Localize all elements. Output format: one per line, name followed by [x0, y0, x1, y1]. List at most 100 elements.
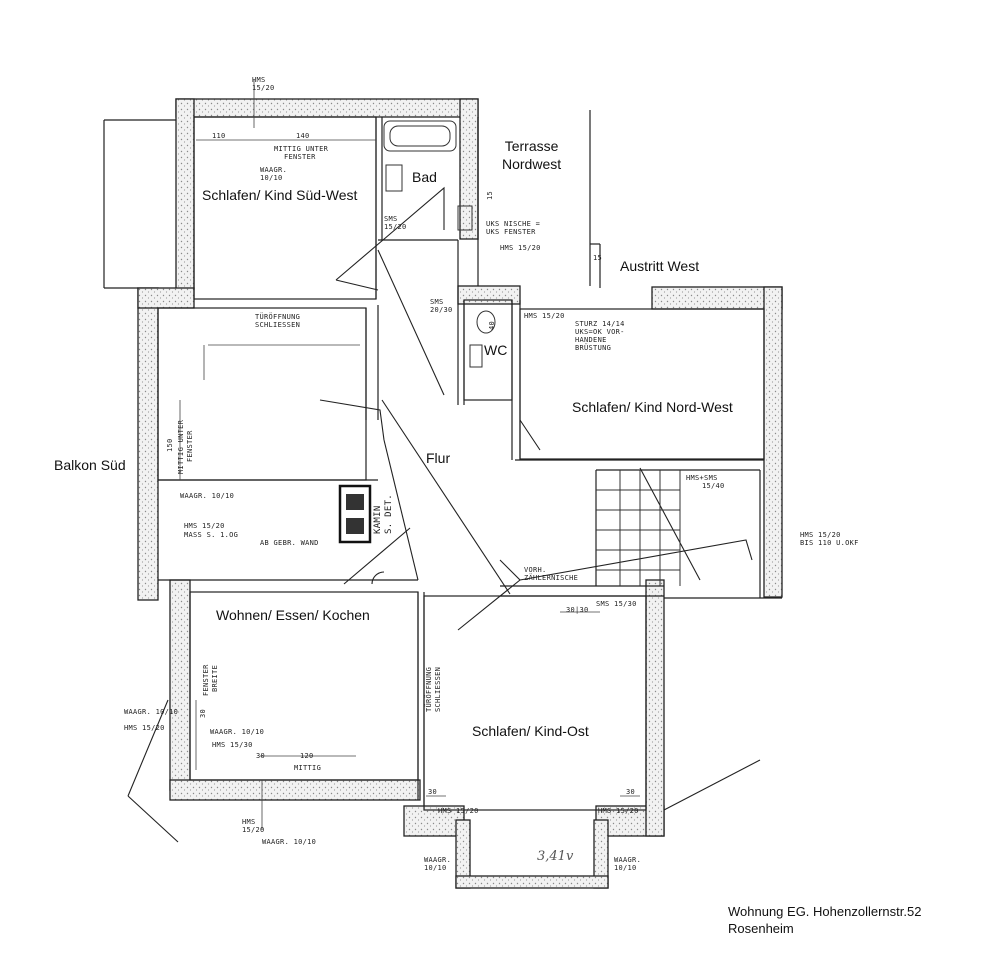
note-text: ZÄHLERNISCHE	[524, 574, 579, 582]
dim-30-bottom: 30	[256, 752, 266, 760]
note-text: SMS	[430, 298, 444, 306]
staircase	[596, 470, 681, 586]
room-bad: Bad	[412, 169, 437, 185]
dimension-lines	[179, 80, 640, 830]
note-text: WAAGR.	[260, 166, 288, 174]
note-hms-balkon: HMS 15/20	[184, 522, 225, 530]
note-fenster-breite-2: BREITE	[211, 664, 219, 692]
note-text: TÜRÖFFNUNG	[255, 313, 301, 321]
plan-caption: Wohnung EG. Hohenzollernstr.52 Rosenheim	[728, 903, 921, 937]
dim-30-ost-right: 30	[626, 788, 636, 796]
note-tueroeffnung: TÜRÖFFNUNG SCHLIESSEN	[255, 313, 300, 329]
dim-15-terrasse: 15	[486, 190, 494, 200]
bathtub	[383, 120, 457, 152]
note-text: VORH.	[524, 566, 547, 574]
note-text: 10/10	[424, 864, 447, 872]
note-waagr-wohnen: WAAGR. 10/10	[210, 728, 265, 736]
note-text: BRÜSTUNG	[575, 344, 612, 352]
note-text: 15/40	[702, 482, 725, 490]
note-waagr-left: WAAGR. 10/10	[124, 708, 179, 716]
note-text: BIS 110 U.OKF	[800, 539, 859, 547]
caption-city: Rosenheim	[728, 921, 794, 936]
caption-address: Wohnung EG. Hohenzollernstr.52	[728, 904, 922, 919]
note-hms-bad: HMS 15/20	[500, 244, 541, 252]
note-mittig: MITTIG UNTER FENSTER	[274, 145, 328, 161]
note-text: WAAGR.	[424, 856, 452, 864]
room-flur: Flur	[426, 450, 451, 466]
note-hms-nw: HMS 15/20	[524, 312, 565, 320]
note-text: 15/20	[384, 223, 407, 231]
note-text: HMS	[252, 76, 266, 84]
note-fenster-v: FENSTER	[186, 430, 194, 462]
chimney	[338, 484, 372, 544]
note-hms-wohnen: HMS 15/30	[212, 741, 253, 749]
note-waagr-balkon: WAAGR. 10/10	[180, 492, 235, 500]
note-mass: MASS S. 1.OG	[184, 531, 239, 539]
dim-120: 120	[300, 752, 314, 760]
dim-40-wc: 40	[488, 320, 496, 330]
note-text: UKS=OK VOR-	[575, 328, 625, 336]
diagonal-lines	[127, 186, 761, 843]
note-vorh: VORH. ZÄHLERNISCHE	[524, 566, 578, 582]
note-hms-top: HMS 15/20	[252, 76, 275, 92]
note-hms-ost-left: HMS 15/20	[438, 807, 479, 815]
note-hms-left: HMS 15/20	[124, 724, 165, 732]
note-mittig-bottom: MITTIG	[294, 764, 322, 772]
note-text: UKS FENSTER	[486, 228, 536, 236]
room-wc: WC	[484, 342, 508, 358]
note-text: HMS+SMS	[686, 474, 718, 482]
dim-30-wohnen: 30	[199, 708, 207, 718]
dim-30-ost-left: 30	[428, 788, 438, 796]
room-schlafen-ost: Schlafen/ Kind-Ost	[472, 723, 589, 739]
note-text: WAAGR.	[614, 856, 642, 864]
note-text: 10/10	[260, 174, 283, 182]
note-sturz: STURZ 14/14 UKS=OK VOR- HANDENE BRÜSTUNG	[575, 320, 625, 352]
note-waagr-bottom: WAAGR. 10/10	[262, 838, 317, 846]
room-schlafen-nw: Schlafen/ Kind Nord-West	[572, 399, 733, 415]
note-kamin: KAMIN	[373, 505, 383, 534]
note-waagr-ost-left: WAAGR. 10/10	[424, 856, 451, 872]
note-hms-east: HMS 15/20 BIS 110 U.OKF	[800, 531, 859, 547]
note-waagr-ost-right: WAAGR. 10/10	[614, 856, 641, 872]
note-text: HANDENE	[575, 336, 607, 344]
note-text: UKS NISCHE =	[486, 220, 541, 228]
note-text: HMS 15/20	[800, 531, 841, 539]
note-sms-ost: SMS 15/30	[596, 600, 637, 608]
note-sms-wc: SMS 20/30	[430, 298, 453, 314]
room-wohnen: Wohnen/ Essen/ Kochen	[216, 607, 370, 623]
note-text: FENSTER	[284, 153, 316, 161]
toilet	[469, 310, 496, 368]
note-text: 15/20	[242, 826, 265, 834]
note-hms-bottom: HMS 15/20	[242, 818, 265, 834]
note-fenster-breite: FENSTER	[202, 664, 210, 696]
note-ab-gebr: AB GEBR. WAND	[260, 539, 319, 547]
note-tueroeffnung-v1: TÜRÖFFNUNG	[425, 666, 433, 712]
note-text: SCHLIESSEN	[255, 321, 301, 329]
room-austritt-west: Austritt West	[620, 258, 700, 274]
room-schlafen-sw: Schlafen/ Kind Süd-West	[202, 187, 358, 203]
handwritten-mark: 3,41v	[537, 849, 574, 864]
room-terrasse: Terrasse Nordwest	[502, 137, 561, 173]
note-text: STURZ 14/14	[575, 320, 625, 328]
note-text: 15/20	[252, 84, 275, 92]
note-sms-bad: SMS 15/20	[384, 215, 407, 231]
note-kamin-sdet: S. DET.	[384, 493, 394, 534]
note-text: MITTIG UNTER	[274, 145, 329, 153]
room-terrasse-line2: Nordwest	[502, 156, 562, 172]
dim-15-austritt: 15	[593, 254, 603, 262]
washbasin	[385, 164, 473, 231]
note-text: 20/30	[430, 306, 453, 314]
dim-110: 110	[212, 132, 226, 140]
note-tueroeffnung-v2: SCHLIESSEN	[434, 666, 442, 712]
dim-140: 140	[296, 132, 310, 140]
note-waagr-top: WAAGR. 10/10	[260, 166, 287, 182]
room-balkon-sued: Balkon Süd	[54, 457, 126, 473]
dim-30-30: 30|30	[566, 606, 589, 614]
exterior-walls	[137, 98, 783, 889]
note-text: HMS	[242, 818, 256, 826]
interior-walls	[103, 110, 782, 811]
note-uks: UKS NISCHE = UKS FENSTER	[486, 220, 540, 236]
dim-150: 150	[166, 438, 174, 452]
note-hms-sms: HMS+SMS 15/40	[686, 474, 725, 490]
note-text: SMS	[384, 215, 398, 223]
